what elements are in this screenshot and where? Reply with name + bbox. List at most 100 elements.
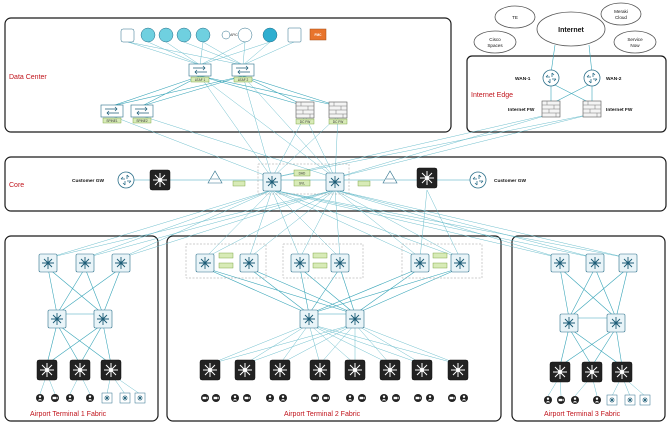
- terminal1-label: Airport Terminal 1 Fabric: [30, 411, 107, 418]
- camera-icon: [557, 396, 565, 404]
- wan2-router: [583, 69, 601, 87]
- edge-switch-icon: [416, 167, 438, 189]
- switch-icon: [345, 309, 365, 329]
- svg-text:TE: TE: [512, 15, 518, 20]
- t2-pair-group: [185, 243, 267, 279]
- access-point-icon: [606, 394, 618, 406]
- spine2-switch: SPINE2: [130, 104, 154, 124]
- te-cloud: TE: [494, 5, 536, 29]
- edge-switch-icon: [344, 359, 366, 381]
- svg-text:DC FW: DC FW: [333, 120, 343, 124]
- svg-text:Cisco: Cisco: [489, 37, 501, 42]
- svg-text:APIC: APIC: [230, 33, 238, 37]
- app-server-icon: [237, 27, 253, 43]
- camera-icon: [51, 394, 59, 402]
- camera-icon: [243, 394, 251, 402]
- camera-icon: [322, 394, 330, 402]
- cisco-spaces-cloud: Cisco Spaces: [473, 30, 517, 54]
- apic-node: APIC: [221, 30, 238, 40]
- edge-switch-icon: [269, 359, 291, 381]
- user-icon: [426, 394, 434, 402]
- svg-text:Cloud: Cloud: [615, 15, 627, 20]
- leaf-switch-icon: [231, 63, 255, 77]
- svg-text:SPINE2: SPINE2: [136, 119, 148, 123]
- router-icon: [542, 69, 560, 87]
- core-dashed-group: [257, 163, 350, 195]
- edge-switch-icon: [581, 361, 603, 383]
- wan1-router: [542, 69, 560, 87]
- edge-switch-icon: [309, 359, 331, 381]
- fmc-node: FMC: [309, 28, 327, 41]
- service-now-cloud: Service Now: [613, 30, 657, 54]
- svg-text:DAD: DAD: [299, 172, 306, 176]
- svg-text:LEAF 2: LEAF 2: [238, 78, 249, 82]
- edge-switch-icon: [549, 361, 571, 383]
- app-server-icon: [195, 27, 211, 43]
- spine-switch-icon: [130, 104, 154, 118]
- firewall-icon: [328, 101, 348, 119]
- t2-pair-tags: [218, 252, 448, 269]
- user-icon: [346, 394, 354, 402]
- t2-pair-group: [401, 243, 483, 279]
- app-server-icon: [120, 28, 135, 43]
- edge-switch-icon: [149, 169, 171, 191]
- camera-icon: [201, 394, 209, 402]
- switch-icon: [330, 253, 350, 273]
- camera-icon: [358, 394, 366, 402]
- apic-icon: [221, 30, 231, 40]
- internet-fw-1: [541, 100, 561, 118]
- svg-text:SPINE1: SPINE1: [106, 119, 118, 123]
- user-icon: [86, 394, 94, 402]
- switch-icon: [606, 313, 626, 333]
- svg-text:Now: Now: [630, 43, 640, 48]
- switch-icon: [195, 253, 215, 273]
- switch-icon: [618, 253, 638, 273]
- camera-icon: [212, 394, 220, 402]
- terminal2-label: Airport Terminal 2 Fabric: [284, 411, 361, 418]
- access-point-icon: [101, 392, 113, 404]
- switch-icon: [75, 253, 95, 273]
- access-point-icon: [639, 394, 651, 406]
- user-icon: [36, 394, 44, 402]
- switch-icon: [47, 309, 67, 329]
- core-dad-tag: DAD: [293, 169, 311, 177]
- t2-pair-group: [282, 243, 364, 279]
- firewall-icon: [295, 101, 315, 119]
- switch-icon: [559, 313, 579, 333]
- user-icon: [66, 394, 74, 402]
- wan1-label: WAN-1: [515, 76, 531, 82]
- app-server-icon: [176, 27, 192, 43]
- internet-edge-zone: [466, 55, 667, 133]
- camera-icon: [392, 394, 400, 402]
- internet-fw-2-label: Internet FW: [606, 107, 633, 113]
- svg-text:SVL: SVL: [299, 182, 305, 186]
- leaf2-switch: LEAF 2: [231, 63, 255, 83]
- user-icon: [460, 394, 468, 402]
- user-icon: [544, 396, 552, 404]
- core-link-tag: [232, 180, 246, 187]
- edge-switch-icon: [100, 359, 122, 381]
- router-icon: [117, 171, 135, 189]
- svg-text:Service: Service: [627, 37, 643, 42]
- router-icon: [583, 69, 601, 87]
- switch-icon: [585, 253, 605, 273]
- spine1-switch: SPINE1: [100, 104, 124, 124]
- data-center-label: Data Center: [9, 74, 47, 81]
- svg-text:Meraki: Meraki: [614, 9, 628, 14]
- firewall-icon: [582, 100, 602, 118]
- dc-app-row: APIC FMC: [120, 27, 327, 43]
- switch-icon: [239, 253, 259, 273]
- edge-switch-icon: [411, 359, 433, 381]
- svg-text:DC FW: DC FW: [300, 120, 310, 124]
- access-point-icon: [119, 392, 131, 404]
- switch-icon: [111, 253, 131, 273]
- core-wlc-left: [207, 170, 223, 184]
- svg-text:Internet: Internet: [558, 27, 584, 34]
- customer-gw-left-label: Customer GW: [72, 178, 104, 184]
- customer-gw-right-router: [469, 171, 487, 189]
- camera-icon: [414, 394, 422, 402]
- edge-switch-icon: [199, 359, 221, 381]
- edge-switch-icon: [69, 359, 91, 381]
- switch-icon: [410, 253, 430, 273]
- switch-icon: [450, 253, 470, 273]
